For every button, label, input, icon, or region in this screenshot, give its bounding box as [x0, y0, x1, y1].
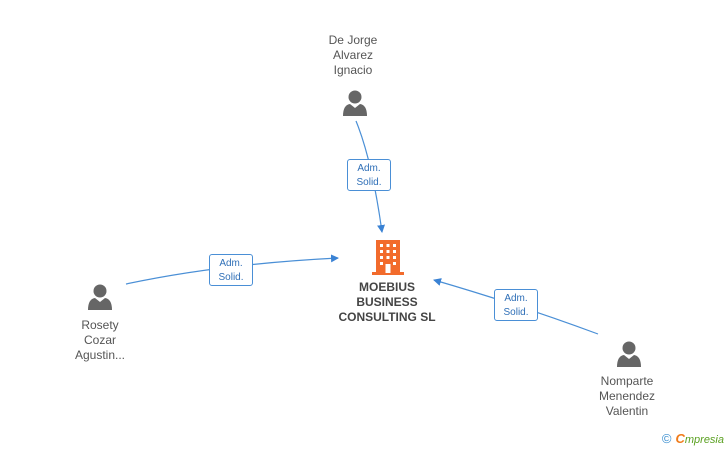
person-name-line: Menendez	[598, 389, 656, 403]
person-name[interactable]: Rosety Cozar Agustin...	[40, 318, 160, 363]
person-name-line: Valentin	[605, 404, 649, 418]
person-name[interactable]: De Jorge Alvarez Ignacio	[293, 33, 413, 78]
person-name-line: Rosety	[81, 318, 119, 332]
company-name-line: MOEBIUS	[358, 280, 415, 294]
person-name-line: Alvarez	[332, 48, 373, 62]
building-icon[interactable]	[372, 240, 404, 275]
relation-badge[interactable]: Adm. Solid.	[494, 289, 538, 321]
relation-badge-line: Adm.	[219, 258, 243, 269]
person-name-line: Agustin...	[74, 348, 126, 362]
relation-badge-line: Adm.	[357, 163, 381, 174]
relation-badge-line: Solid.	[356, 177, 382, 188]
relation-badge[interactable]: Adm. Solid.	[347, 159, 391, 191]
copyright-symbol: ©	[661, 431, 672, 446]
person-name-line: De Jorge	[328, 33, 378, 47]
brand-footer: ©Cmpresia	[662, 431, 724, 446]
person-name-line: Cozar	[83, 333, 116, 347]
person-icon[interactable]	[343, 90, 367, 117]
company-name-line: BUSINESS	[356, 295, 418, 309]
person-icon[interactable]	[617, 341, 641, 368]
relation-badge-line: Solid.	[503, 307, 529, 318]
person-name[interactable]: Nomparte Menendez Valentin	[567, 374, 687, 419]
brand-initial: C	[675, 431, 685, 446]
brand-name: mpresia	[684, 434, 724, 446]
company-name-line: CONSULTING SL	[338, 310, 436, 324]
relation-badge-line: Solid.	[218, 272, 244, 283]
relation-badge[interactable]: Adm. Solid.	[209, 254, 253, 286]
relation-badge-line: Adm.	[504, 293, 528, 304]
company-name[interactable]: MOEBIUS BUSINESS CONSULTING SL	[307, 280, 467, 325]
person-name-line: Nomparte	[600, 374, 654, 388]
person-name-line: Ignacio	[333, 63, 373, 77]
person-icon[interactable]	[88, 284, 112, 311]
